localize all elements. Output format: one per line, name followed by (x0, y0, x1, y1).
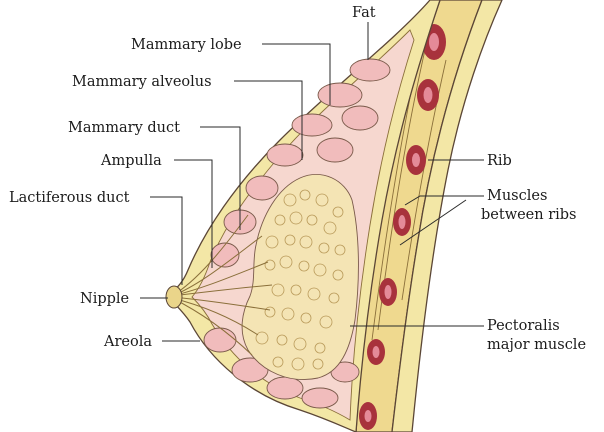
rib-4 (393, 208, 411, 236)
rib-2 (417, 79, 439, 111)
label-muscles-between-ribs-line2: between ribs (481, 207, 577, 223)
label-nipple: Nipple (80, 291, 129, 307)
rib-6 (367, 339, 385, 365)
label-pectoralis-line2: major muscle (487, 337, 586, 353)
label-lactiferous-duct: Lactiferous duct (9, 190, 130, 206)
label-mammary-alveolus: Mammary alveolus (72, 74, 212, 90)
rib-7 (359, 402, 377, 430)
label-mammary-lobe: Mammary lobe (131, 37, 242, 53)
label-fat: Fat (352, 5, 376, 21)
label-mammary-duct: Mammary duct (68, 120, 180, 136)
nipple-shape (166, 286, 182, 308)
label-muscles-between-ribs-line1: Muscles (487, 188, 547, 204)
rib-5 (379, 278, 397, 306)
label-ampulla: Ampulla (100, 153, 162, 169)
label-areola: Areola (103, 334, 152, 350)
label-rib: Rib (487, 153, 512, 169)
rib-3 (406, 145, 426, 175)
label-pectoralis-line1: Pectoralis (487, 318, 560, 334)
